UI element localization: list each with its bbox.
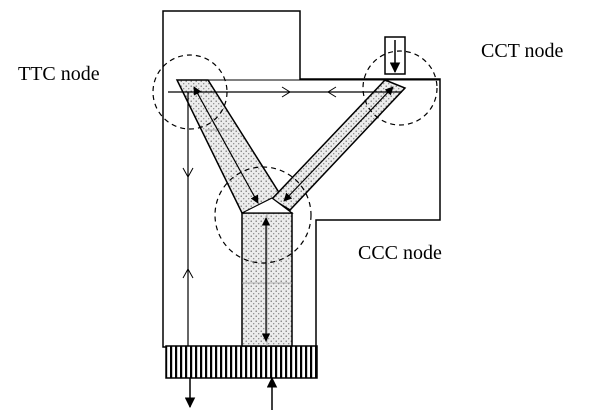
cct-node-circle: [362, 50, 438, 126]
ttc-node-label: TTC node: [18, 63, 100, 85]
left-strut-force-arrow: [193, 86, 259, 204]
left-diagonal-strut: [175, 79, 292, 214]
ccc-node-label: CCC node: [358, 242, 442, 264]
vertical-tie-mark-up: [182, 267, 194, 279]
ttc-node-circle: [152, 54, 228, 130]
right-strut-force-arrow: [283, 86, 394, 202]
support-plate: [165, 345, 318, 379]
vertical-tie-mark-down: [182, 167, 194, 179]
right-diagonal-strut: [270, 79, 407, 211]
cct-node-label: CCT node: [481, 40, 564, 62]
ccc-node-circle: [214, 166, 312, 264]
ccc-node-triangle: [241, 197, 294, 214]
